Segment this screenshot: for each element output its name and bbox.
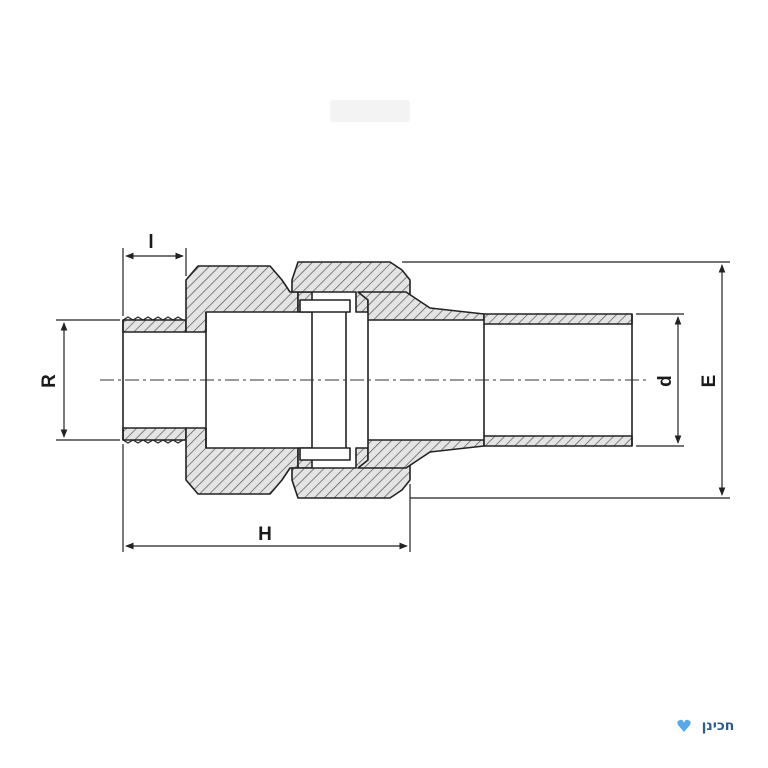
brand-logo: חכינן [677,718,735,734]
heart-icon [677,719,691,732]
thread-teeth-top [122,316,184,321]
socket-wall-top [483,313,633,325]
dim-label-d: d [655,375,676,387]
o-ring-bottom [299,447,351,461]
dimension-lines [56,248,730,552]
dim-label-h: H [258,524,272,545]
tail-shoulder-bottom [357,439,485,469]
body-nut-top [185,265,299,333]
fitting-body [122,261,633,499]
logo-text: חכינן [702,718,735,734]
tail-shoulder-top [357,291,485,321]
thread-teeth-bottom [122,439,184,444]
thread-wall-bottom [122,427,187,441]
socket-wall-bottom [483,435,633,447]
o-ring-top [299,299,351,313]
dim-label-e: E [699,375,720,388]
dim-label-l: l [148,232,153,253]
dim-label-r: R [39,374,60,388]
faded-watermark [330,100,410,122]
body-nut-bottom [185,427,299,495]
thread-wall-top [122,319,187,333]
